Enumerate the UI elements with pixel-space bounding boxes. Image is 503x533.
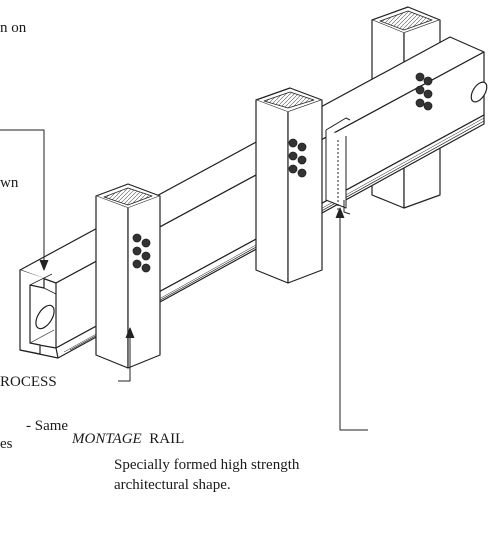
rail-word: RAIL — [149, 431, 185, 447]
rail-title: MONTAGE RAIL — [72, 431, 184, 448]
middle-post — [255, 87, 323, 284]
callout-text-es: es — [0, 436, 13, 452]
callout-text-same: - Same — [26, 418, 69, 434]
rail-desc-line2: architectural shape. — [114, 477, 231, 493]
callout-leaders — [0, 129, 368, 431]
bolt-clusters — [132, 72, 433, 273]
rail-splice — [325, 117, 351, 215]
callout-text-top-left: n on — [0, 20, 27, 36]
callout-text-process: ROCESS — [0, 374, 57, 390]
rail-name: MONTAGE — [72, 431, 142, 447]
callout-text-mid-left: wn — [0, 175, 19, 191]
rail-desc-line1: Specially formed high strength — [114, 457, 300, 473]
front-post — [95, 183, 161, 369]
